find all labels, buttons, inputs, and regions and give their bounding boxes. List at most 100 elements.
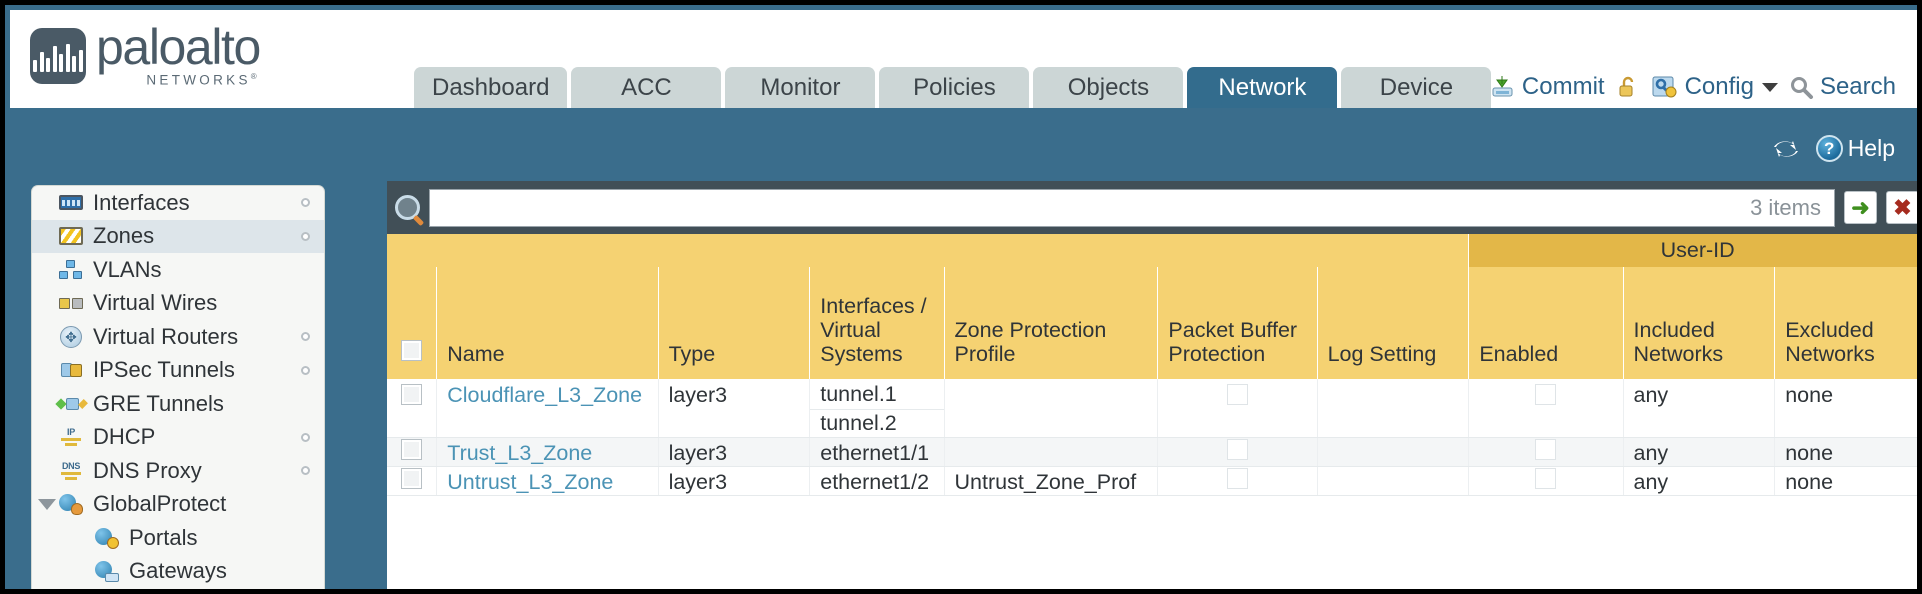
col-enabled[interactable]: Enabled	[1468, 267, 1624, 379]
cell-userid-enabled	[1468, 437, 1624, 467]
clear-filter-button[interactable]: ✖	[1886, 191, 1917, 224]
sidebar-item-label: Gateways	[129, 558, 227, 584]
table-row[interactable]: Untrust_L3_Zone layer3 ethernet1/2 Untru…	[387, 466, 1917, 496]
tab-policies[interactable]: Policies	[879, 67, 1030, 108]
sidebar-item-label: Virtual Routers	[93, 323, 239, 349]
refresh-button[interactable]	[1772, 137, 1800, 161]
sidebar-item-zones[interactable]: Zones	[32, 219, 324, 253]
dhcp-icon: IP	[58, 426, 84, 448]
zone-name-link[interactable]: Cloudflare_L3_Zone	[447, 383, 643, 407]
help-button[interactable]: ? Help	[1815, 135, 1895, 162]
zone-name-link[interactable]: Trust_L3_Zone	[447, 440, 593, 465]
search-row: 3 items ➜ ✖	[387, 181, 1917, 234]
globalprotect-icon	[58, 493, 84, 516]
cell-name: Cloudflare_L3_Zone	[436, 379, 659, 438]
cell-interfaces: ethernet1/1	[809, 437, 945, 467]
col-name[interactable]: Name	[436, 267, 659, 379]
config-icon	[1652, 76, 1677, 98]
col-included-networks[interactable]: Included Networks	[1623, 267, 1776, 379]
main-tab-bar[interactable]: Dashboard ACC Monitor Policies Objects N…	[414, 67, 1492, 108]
sidebar-item-label: Interfaces	[93, 189, 190, 215]
cell-type: layer3	[658, 379, 811, 438]
tab-monitor[interactable]: Monitor	[725, 67, 876, 108]
cell-excluded-networks: none	[1774, 379, 1917, 438]
search-button[interactable]: Search	[1789, 73, 1896, 101]
col-zone-protection-profile[interactable]: Zone Protection Profile	[944, 267, 1159, 379]
commit-label: Commit	[1521, 73, 1605, 100]
cell-log-setting	[1317, 437, 1470, 467]
virtual-wires-icon	[58, 292, 84, 314]
select-all-checkbox[interactable]	[401, 339, 423, 361]
sidebar-item-label: Virtual Wires	[93, 290, 218, 316]
gateways-icon	[94, 560, 120, 583]
cell-zone-protection-profile	[944, 379, 1159, 438]
row-checkbox[interactable]	[401, 467, 423, 489]
refresh-icon	[1773, 140, 1798, 157]
help-icon: ?	[1815, 135, 1843, 162]
status-dot	[301, 231, 310, 241]
top-actions: Commit Config	[1490, 73, 1896, 101]
sidebar-item-virtual-wires[interactable]: Virtual Wires	[32, 287, 324, 321]
sidebar-item-label: Zones	[93, 223, 155, 249]
paloalto-logo-icon	[30, 27, 86, 84]
sidebar-item-globalprotect[interactable]: GlobalProtect	[32, 488, 324, 522]
sidebar-item-dhcp[interactable]: IP DHCP	[32, 421, 324, 455]
close-icon: ✖	[1893, 194, 1912, 220]
search-input[interactable]: 3 items	[429, 188, 1835, 227]
cell-userid-enabled	[1468, 466, 1624, 496]
sidebar-item-interfaces[interactable]: Interfaces	[32, 186, 324, 220]
tab-device[interactable]: Device	[1341, 67, 1492, 108]
brand-logo: paloalto NETWORKS®	[30, 22, 261, 88]
tab-dashboard[interactable]: Dashboard	[414, 67, 568, 108]
col-packet-buffer-protection[interactable]: Packet Buffer Protection	[1157, 267, 1318, 379]
zone-name-link[interactable]: Untrust_L3_Zone	[447, 469, 614, 494]
packet-buffer-checkbox[interactable]	[1226, 384, 1248, 405]
unlock-icon	[1619, 76, 1633, 97]
blue-band	[10, 108, 1917, 180]
cell-type: layer3	[658, 437, 811, 467]
table-body: Cloudflare_L3_Zone layer3 tunnel.1 tunne…	[387, 379, 1917, 496]
sidebar-item-dns-proxy[interactable]: DNS DNS Proxy	[32, 454, 324, 488]
sidebar-item-gre-tunnels[interactable]: GRE Tunnels	[32, 387, 324, 421]
sidebar-item-vlans[interactable]: VLANs	[32, 253, 324, 287]
packet-buffer-checkbox[interactable]	[1226, 467, 1248, 489]
row-checkbox[interactable]	[401, 438, 423, 460]
col-log-setting[interactable]: Log Setting	[1317, 267, 1470, 379]
config-dropdown[interactable]: Config	[1651, 73, 1778, 101]
table-row[interactable]: Trust_L3_Zone layer3 ethernet1/1 any non…	[387, 437, 1917, 467]
sidebar-item-label: VLANs	[93, 256, 162, 282]
tab-objects[interactable]: Objects	[1033, 67, 1184, 108]
row-checkbox[interactable]	[401, 384, 423, 405]
sidebar-item-gateways[interactable]: Gateways	[32, 555, 324, 589]
sidebar-item-ipsec-tunnels[interactable]: IPSec Tunnels	[32, 354, 324, 388]
virtual-routers-icon: ✥	[58, 325, 84, 348]
cell-name: Trust_L3_Zone	[436, 437, 659, 467]
table-row[interactable]: Cloudflare_L3_Zone layer3 tunnel.1 tunne…	[387, 379, 1917, 438]
col-type[interactable]: Type	[658, 267, 811, 379]
magnifier-icon[interactable]	[395, 195, 420, 220]
col-interfaces[interactable]: Interfaces / Virtual Systems	[809, 267, 945, 379]
table-header-row: Name Type Interfaces / Virtual Systems Z…	[387, 267, 1917, 379]
group-header-userid: User-ID	[1468, 234, 1917, 267]
commit-button[interactable]: Commit	[1490, 73, 1605, 101]
arrow-right-icon: ➜	[1851, 194, 1870, 220]
portals-icon	[94, 527, 120, 549]
expand-triangle-icon[interactable]	[38, 498, 56, 510]
sidebar-item-virtual-routers[interactable]: ✥ Virtual Routers	[32, 320, 324, 354]
dns-proxy-icon: DNS	[58, 460, 84, 482]
interface-item: tunnel.2	[810, 408, 944, 437]
userid-enabled-checkbox[interactable]	[1535, 438, 1557, 460]
tab-acc[interactable]: ACC	[571, 67, 722, 108]
row-checkbox-cell	[387, 466, 438, 496]
tab-network[interactable]: Network	[1187, 67, 1338, 108]
sidebar-item-portals[interactable]: Portals	[32, 521, 324, 555]
cell-packet-buffer-protection	[1157, 437, 1318, 467]
sidebar-item-label: IPSec Tunnels	[93, 357, 235, 383]
packet-buffer-checkbox[interactable]	[1226, 438, 1248, 460]
userid-enabled-checkbox[interactable]	[1535, 384, 1557, 405]
apply-filter-button[interactable]: ➜	[1844, 191, 1877, 224]
userid-enabled-checkbox[interactable]	[1535, 467, 1557, 489]
col-excluded-networks[interactable]: Excluded Networks	[1774, 267, 1917, 379]
unlock-button[interactable]	[1616, 75, 1640, 99]
